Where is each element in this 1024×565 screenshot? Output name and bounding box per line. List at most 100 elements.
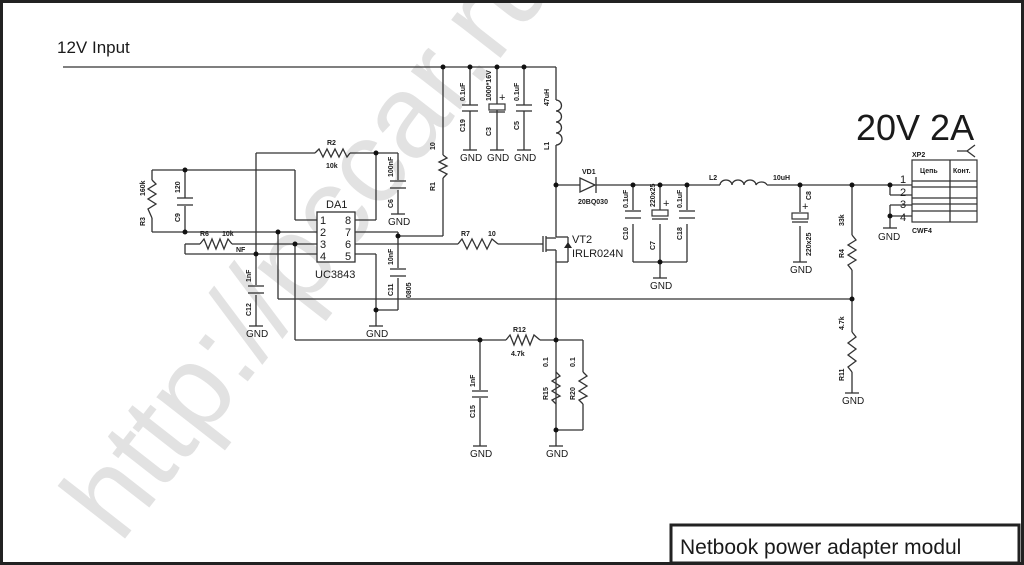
gnd-symbol: GND bbox=[246, 325, 268, 340]
r6-ref: R6 bbox=[200, 231, 209, 238]
capacitor-c9: 120 C9 bbox=[175, 181, 193, 222]
r7-ref: R7 bbox=[461, 231, 470, 238]
r20-value: 0.1 bbox=[570, 357, 577, 367]
r11-value: 4.7k bbox=[839, 316, 846, 330]
output-label: 20V 2A bbox=[856, 107, 974, 148]
r2-value: 10k bbox=[326, 163, 338, 170]
gnd-symbol: GND bbox=[366, 325, 388, 340]
c19-ref: C19 bbox=[460, 119, 467, 132]
ic-pin: 5 bbox=[345, 251, 351, 263]
gnd-label: GND bbox=[790, 265, 812, 276]
title-block-text: Netbook power adapter modul bbox=[680, 536, 961, 559]
r15-ref: R15 bbox=[543, 387, 550, 400]
r4-value: 33k bbox=[839, 214, 846, 226]
r1-value: 10 bbox=[430, 142, 437, 150]
c3-polarity: + bbox=[499, 92, 505, 104]
capacitor-c7: + 220x25 C7 bbox=[650, 184, 669, 250]
connector-pin: 3 bbox=[900, 199, 906, 211]
c11-package: 0805 bbox=[406, 282, 413, 298]
capacitor-c5: 0.1uF C5 bbox=[514, 82, 532, 130]
capacitor-c18: 0.1uF C18 bbox=[677, 189, 695, 240]
resistor-r7: R7 10 bbox=[457, 231, 499, 251]
ic-pin: 1 bbox=[320, 215, 326, 227]
gnd-label: GND bbox=[460, 153, 482, 164]
connector-xp2: XP2 CWF4 Цепь Конт. 1 2 3 4 bbox=[900, 144, 978, 235]
inductor-l2: L2 10uH bbox=[709, 175, 790, 186]
gnd-symbol: GND bbox=[514, 149, 536, 164]
c18-value: 0.1uF bbox=[677, 189, 684, 208]
gnd-symbol: GND bbox=[546, 445, 568, 460]
c8-value: 220x25 bbox=[806, 233, 813, 256]
ic-pin: 2 bbox=[320, 227, 326, 239]
c10-value: 0.1uF bbox=[623, 189, 630, 208]
junctions bbox=[182, 64, 893, 433]
ic-uc3843: DA1 UC3843 1 2 3 4 8 7 6 5 bbox=[315, 199, 356, 281]
gnd-symbol: GND bbox=[460, 149, 482, 164]
resistor-r3: 160k R3 bbox=[140, 179, 158, 226]
mosfet-vt2: VT2 IRLR024N bbox=[540, 234, 623, 263]
c12-value: 1nF bbox=[246, 269, 253, 282]
input-label: 12V Input bbox=[57, 38, 130, 57]
ic-ref: DA1 bbox=[326, 199, 347, 211]
gnd-label: GND bbox=[487, 153, 509, 164]
c18-ref: C18 bbox=[677, 227, 684, 240]
r4-ref: R4 bbox=[839, 249, 846, 258]
gnd-symbol: GND bbox=[878, 227, 900, 243]
gnd-symbol: GND bbox=[842, 392, 864, 407]
connector-col-header: Цепь bbox=[920, 168, 938, 175]
gnd-symbol: GND bbox=[470, 445, 492, 460]
ic-pin: 8 bbox=[345, 215, 351, 227]
ic-pin: 4 bbox=[320, 251, 326, 263]
capacitor-c19: 0.1uF C19 bbox=[460, 82, 478, 132]
r3-value: 160k bbox=[140, 180, 147, 196]
c9-ref: C9 bbox=[175, 213, 182, 222]
c11-value: 10nF bbox=[388, 248, 395, 265]
gnd-symbol: GND bbox=[650, 277, 672, 292]
vd1-ref: VD1 bbox=[582, 169, 596, 176]
resistor-r20: 0.1 R20 bbox=[570, 357, 589, 405]
c7-polarity: + bbox=[663, 198, 669, 210]
gnd-symbol: GND bbox=[388, 213, 410, 228]
connector-col-header: Конт. bbox=[953, 168, 971, 175]
c7-value: 220x25 bbox=[650, 184, 657, 207]
resistor-r12: R12 4.7k bbox=[505, 327, 541, 358]
resistor-r2: R2 10k bbox=[314, 140, 351, 170]
ic-pin: 3 bbox=[320, 239, 326, 251]
resistor-r4: 33k R4 bbox=[839, 214, 858, 271]
c6-value: 100nF bbox=[388, 156, 395, 177]
c5-ref: C5 bbox=[514, 121, 521, 130]
connector-ref: XP2 bbox=[912, 152, 925, 159]
connector-pin: 2 bbox=[900, 187, 906, 199]
l2-value: 10uH bbox=[773, 175, 790, 182]
c5-value: 0.1uF bbox=[514, 82, 521, 101]
gnd-label: GND bbox=[878, 232, 900, 243]
title-block-frame bbox=[669, 523, 1021, 565]
c7-ref: C7 bbox=[650, 241, 657, 250]
capacitor-c12: 1nF C12 bbox=[246, 269, 264, 316]
resistor-r11: 4.7k R11 bbox=[839, 316, 858, 381]
diode-vd1: VD1 20BQ030 bbox=[578, 169, 608, 206]
connector-part: CWF4 bbox=[912, 228, 932, 235]
gnd-label: GND bbox=[366, 329, 388, 340]
gnd-label: GND bbox=[246, 329, 268, 340]
vt2-part: IRLR024N bbox=[572, 248, 623, 260]
r11-ref: R11 bbox=[839, 368, 846, 381]
c8-ref: C8 bbox=[806, 191, 813, 200]
c15-ref: C15 bbox=[470, 405, 477, 418]
ic-part: UC3843 bbox=[315, 269, 355, 281]
l1-value: 47uH bbox=[544, 89, 551, 106]
capacitor-c3: + 1000*16V C3 bbox=[486, 70, 506, 136]
capacitor-c11: 10nF C11 0805 bbox=[388, 248, 413, 298]
c6-ref: C6 bbox=[388, 199, 395, 208]
inductor-l1: 47uH L1 bbox=[544, 89, 563, 150]
c8-polarity: + bbox=[802, 201, 808, 213]
r12-value: 4.7k bbox=[511, 351, 525, 358]
c11-ref: C11 bbox=[388, 283, 395, 296]
r6-value: 10k bbox=[222, 231, 234, 238]
gnd-label: GND bbox=[470, 449, 492, 460]
r2-ref: R2 bbox=[327, 140, 336, 147]
c9-value: 120 bbox=[175, 181, 182, 193]
ic-pin: 6 bbox=[345, 239, 351, 251]
